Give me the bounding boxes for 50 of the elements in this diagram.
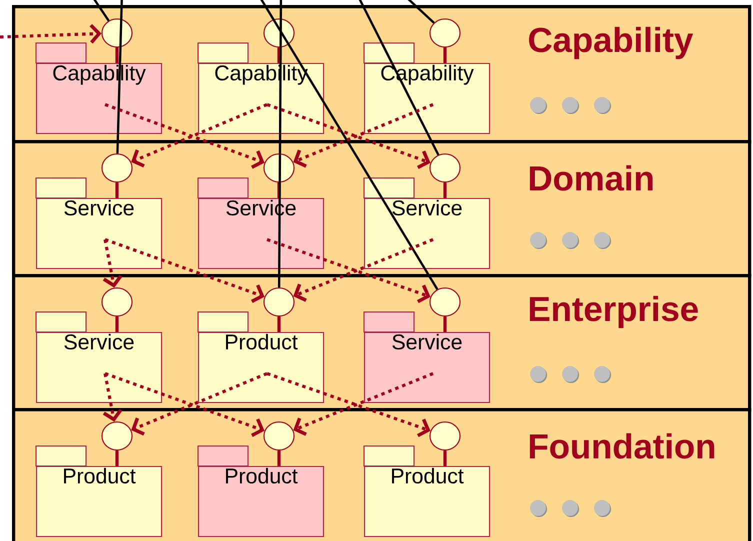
interface-circle xyxy=(429,153,461,183)
connector-line xyxy=(443,48,447,63)
dependency-arrow xyxy=(104,238,264,303)
interface-circle xyxy=(429,421,461,451)
interface-circle xyxy=(263,153,295,183)
connector-line xyxy=(443,450,447,466)
package-box: Product xyxy=(35,445,162,538)
link-line xyxy=(356,0,440,156)
connector-line xyxy=(277,182,281,198)
connector-line xyxy=(115,48,119,63)
connector-line xyxy=(277,48,281,63)
interface-circle xyxy=(429,18,461,48)
package-box: Service xyxy=(363,177,490,270)
dependency-arrow xyxy=(131,103,268,168)
package-box: Service xyxy=(35,177,162,270)
link-line xyxy=(116,0,124,154)
connector-line xyxy=(115,450,119,466)
interface-circle xyxy=(429,287,461,317)
connector-line xyxy=(277,450,281,466)
dependency-arrow xyxy=(0,24,102,44)
link-line xyxy=(278,0,282,288)
connector-line xyxy=(277,316,281,332)
package-box: Product xyxy=(197,445,324,538)
dependency-arrow xyxy=(266,372,430,438)
package-box: Service xyxy=(363,311,490,404)
dependency-arrow xyxy=(131,372,268,436)
dependency-arrow xyxy=(104,372,264,437)
connector-line xyxy=(115,316,119,332)
connector-line xyxy=(115,182,119,198)
dependency-arrow xyxy=(102,373,122,422)
interface-circle xyxy=(263,421,295,451)
connector-line xyxy=(443,182,447,198)
interface-circle xyxy=(263,287,295,317)
dependency-arrow xyxy=(293,103,434,168)
dependency-arrow xyxy=(102,239,122,288)
dependency-arrow xyxy=(266,103,430,170)
interface-circle xyxy=(101,18,133,48)
package-box: Service xyxy=(35,311,162,404)
package-box: Product xyxy=(363,445,490,538)
link-line xyxy=(91,0,110,22)
connector-line xyxy=(443,316,447,332)
interface-circle xyxy=(263,18,295,48)
interface-circle xyxy=(101,421,133,451)
package-box: Product xyxy=(197,311,324,404)
dependency-arrow xyxy=(293,372,434,436)
interface-circle xyxy=(101,287,133,317)
interface-circle xyxy=(101,153,133,183)
dependency-arrow xyxy=(266,238,430,304)
dependency-arrow xyxy=(104,103,265,169)
dependency-arrow xyxy=(293,238,434,302)
